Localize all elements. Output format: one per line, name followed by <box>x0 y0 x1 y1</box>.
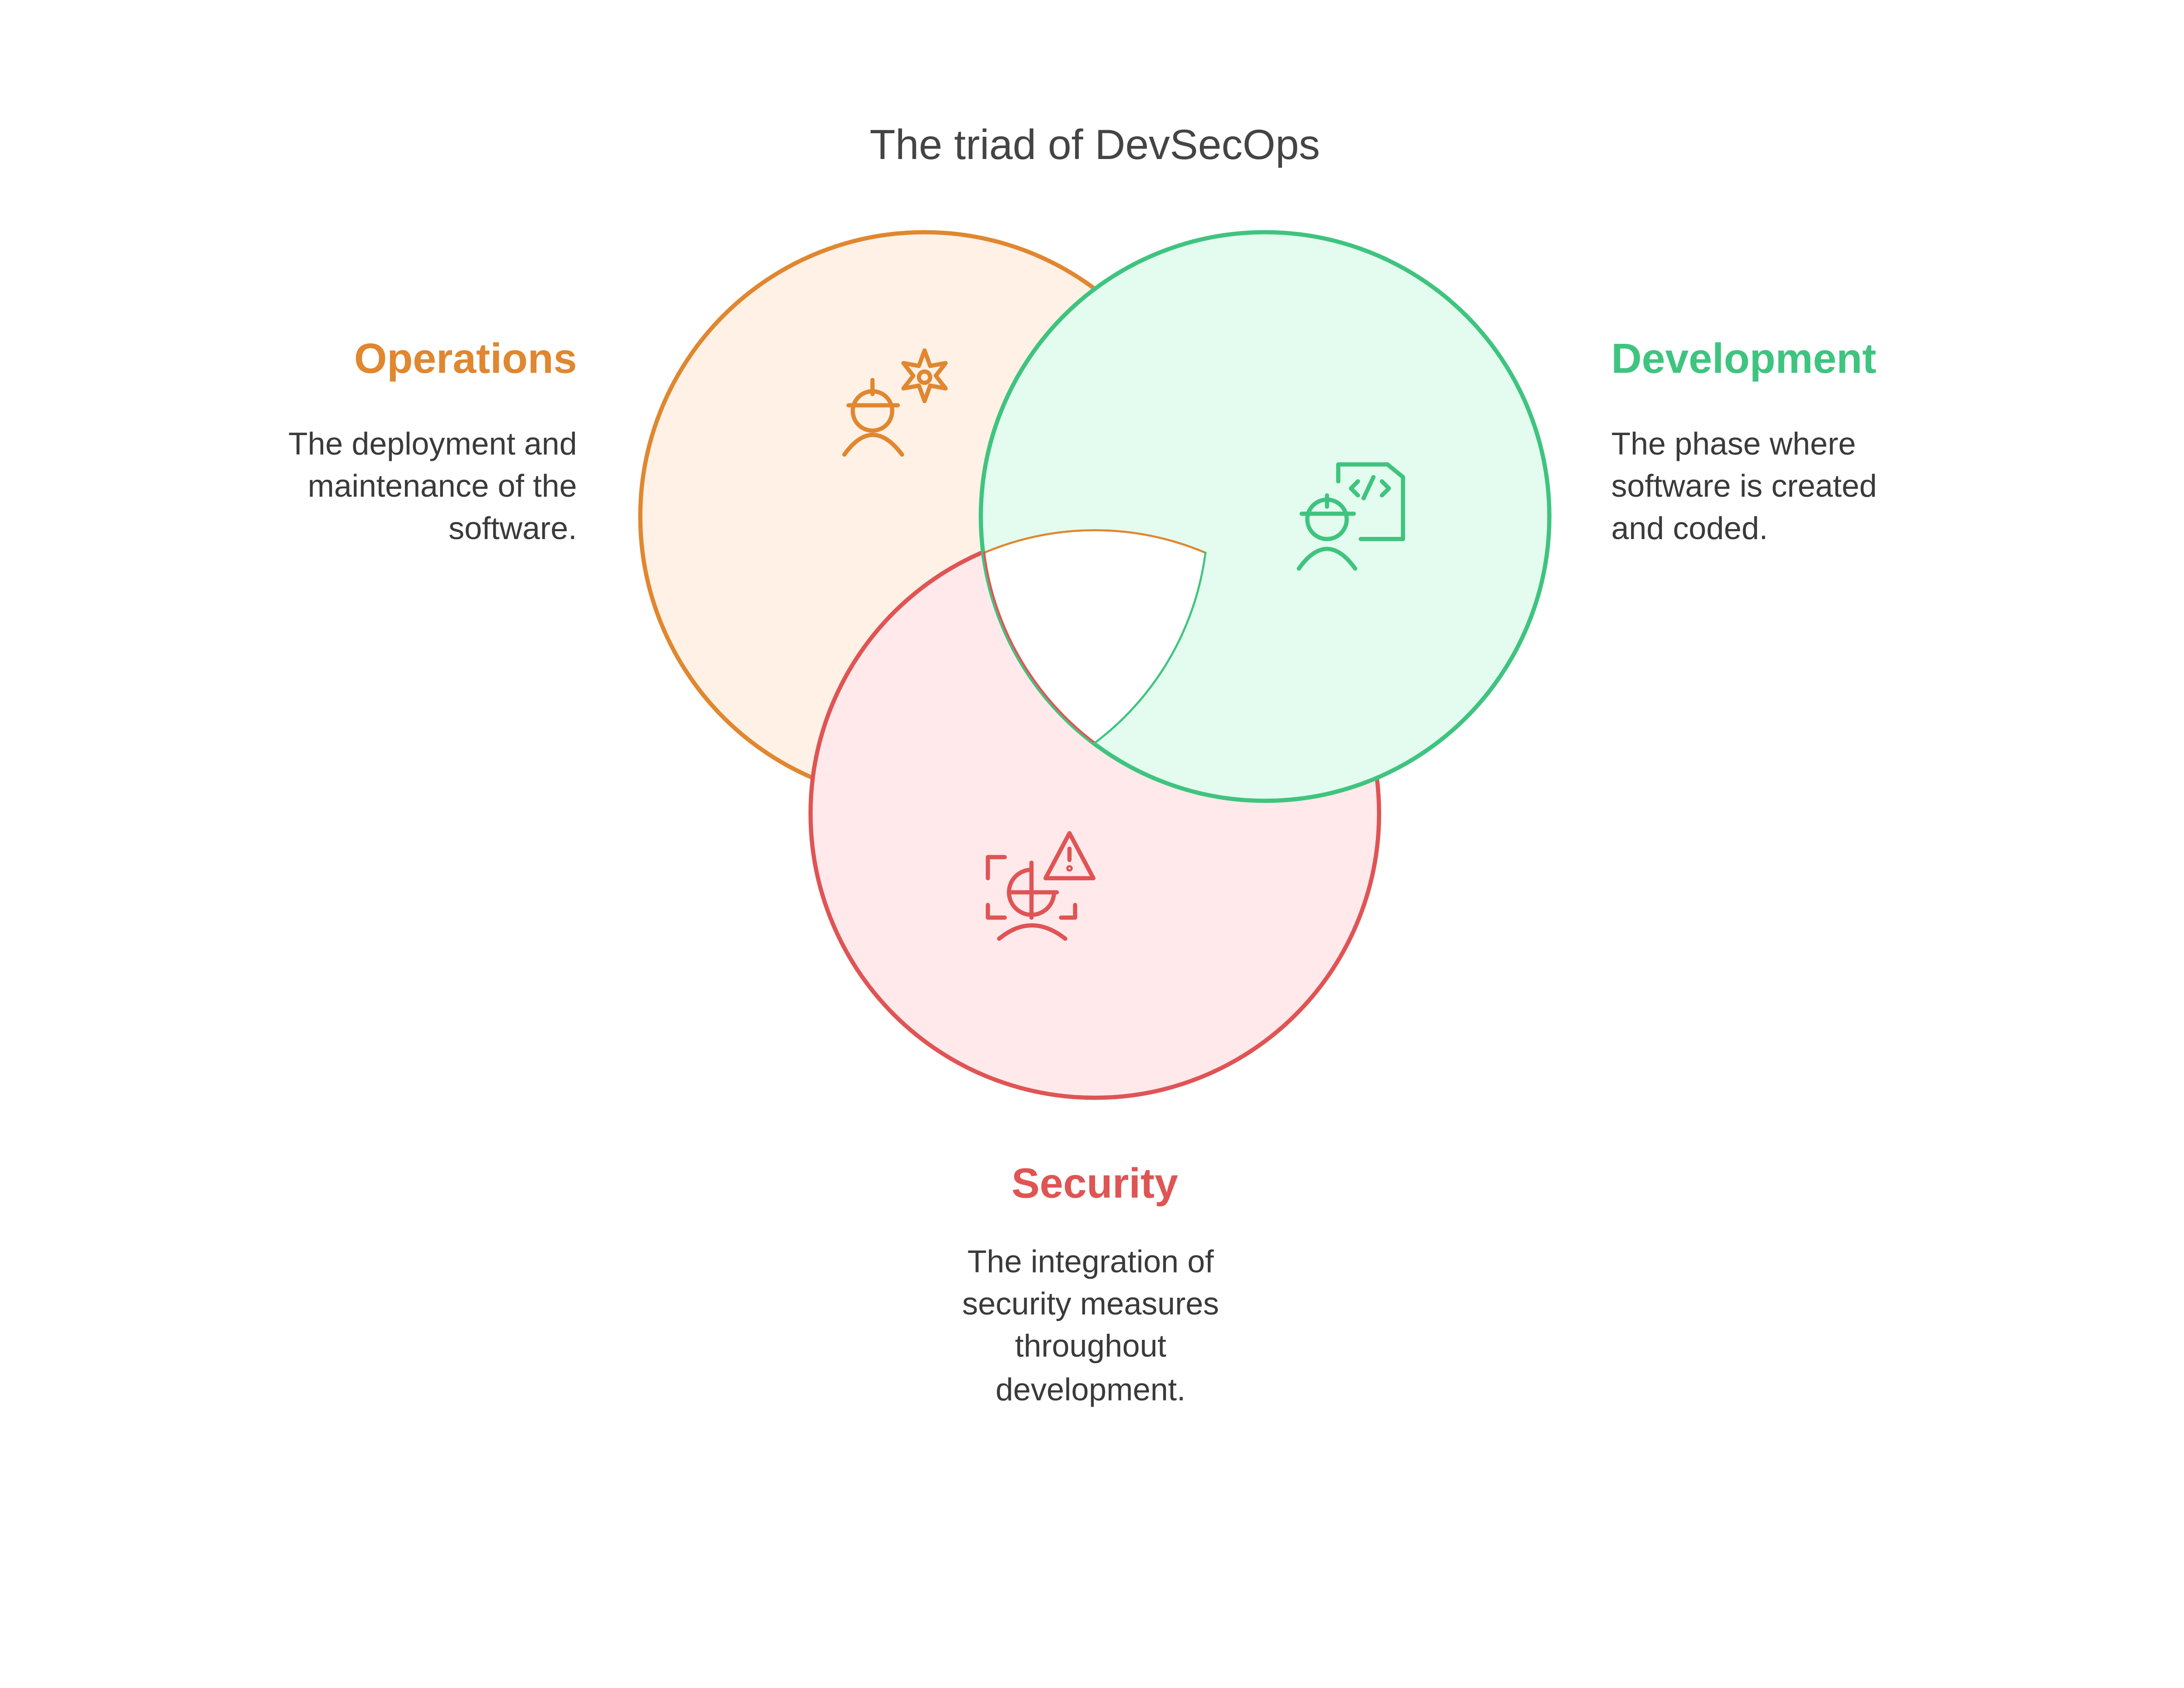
security-desc-line: security measures <box>962 1286 1219 1321</box>
engineer-scan-warning-icon <box>985 831 1096 941</box>
development-desc-line: software is created <box>1611 468 1877 504</box>
development-desc-line: and coded. <box>1611 511 1768 546</box>
development-heading: Development <box>1611 336 1876 382</box>
engineer-gear-icon <box>842 348 948 457</box>
development-desc-line: The phase where <box>1611 426 1856 462</box>
security-desc-line: The integration of <box>968 1244 1214 1279</box>
development-label: Development The phase where software is … <box>1611 336 1877 546</box>
operations-desc-line: software. <box>449 511 577 546</box>
security-desc-line: throughout <box>1015 1328 1167 1364</box>
operations-desc-line: The deployment and <box>288 426 577 462</box>
operations-heading: Operations <box>354 336 577 382</box>
operations-desc-line: maintenance of the <box>308 468 577 504</box>
security-desc-line: development. <box>995 1372 1185 1408</box>
security-label: Security The integration of security mea… <box>962 1160 1219 1408</box>
diagram-title: The triad of DevSecOps <box>870 121 1320 168</box>
operations-label: Operations The deployment and maintenanc… <box>288 336 577 546</box>
security-heading: Security <box>1012 1160 1178 1207</box>
devsecops-venn-diagram: The triad of DevSecOps <box>288 121 1877 1408</box>
engineer-code-icon <box>1296 462 1405 571</box>
